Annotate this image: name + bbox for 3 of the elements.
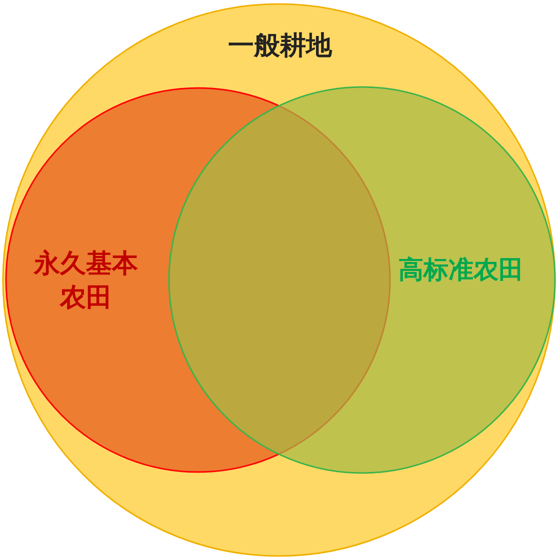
venn-label: 一般耕地 bbox=[227, 30, 334, 63]
venn-label: 高标准农田 bbox=[398, 254, 524, 286]
venn-label: 永久基本农田 bbox=[32, 248, 139, 315]
